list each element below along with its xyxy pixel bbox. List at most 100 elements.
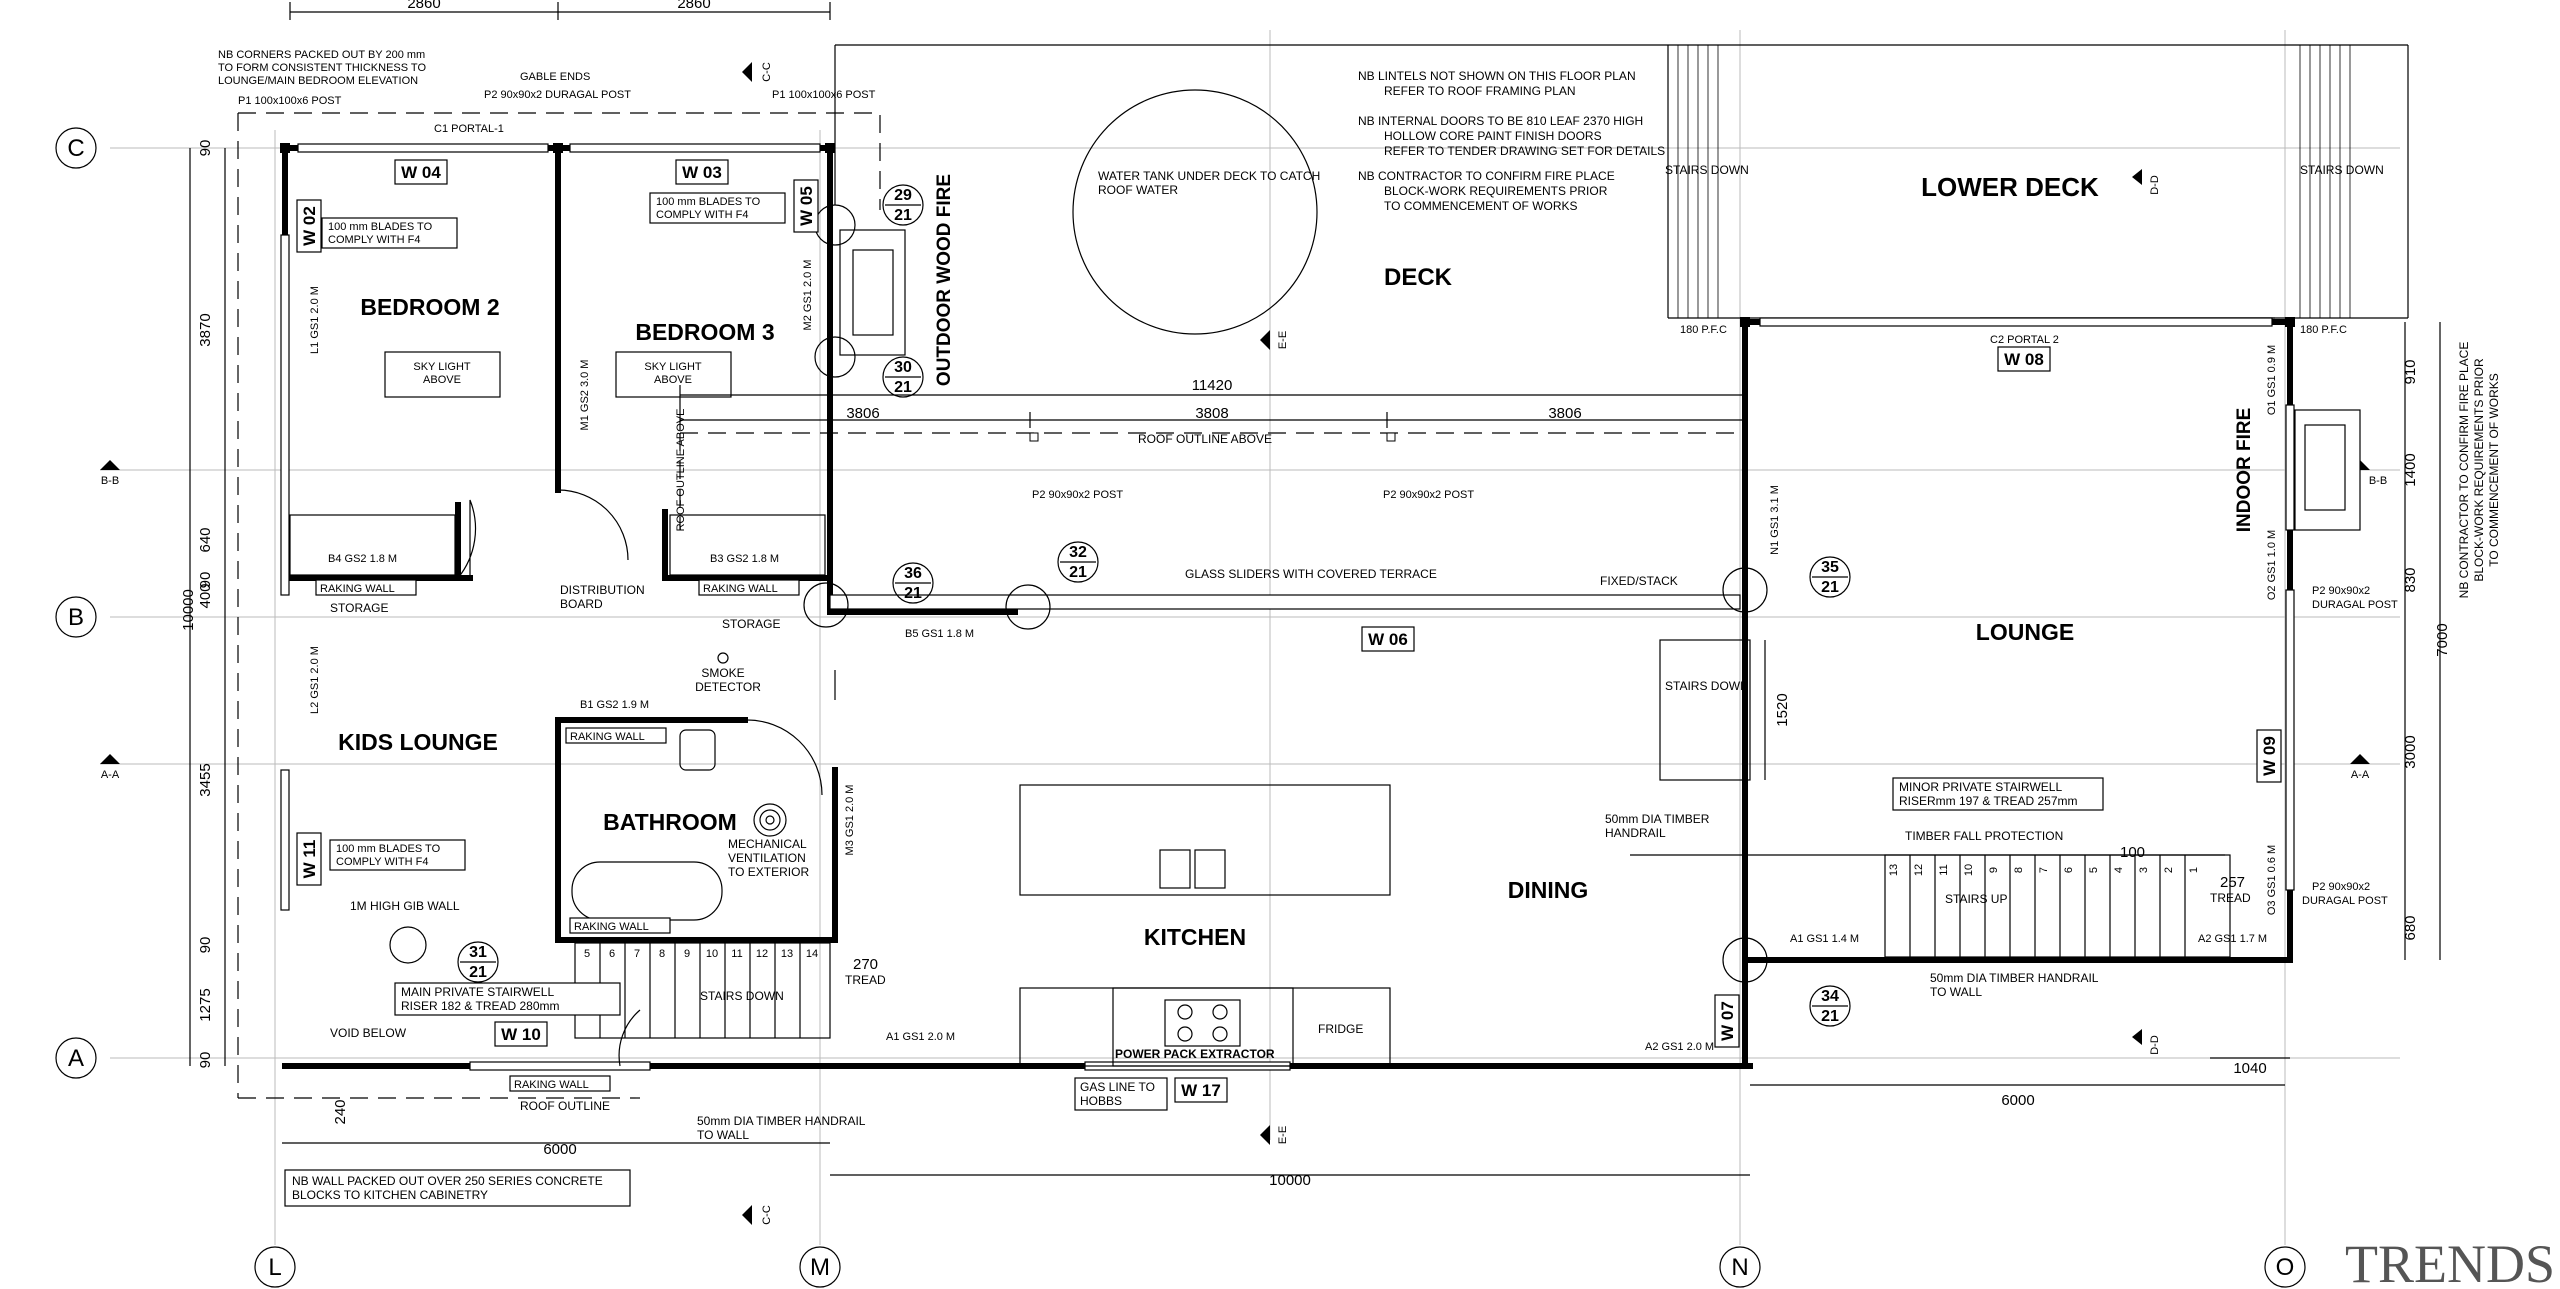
svg-text:8: 8 [659,948,665,960]
svg-text:W 07: W 07 [1718,1001,1737,1041]
outdoor-fireplace [814,204,906,378]
svg-text:13: 13 [1888,864,1900,876]
svg-text:L: L [268,1254,281,1281]
svg-text:90: 90 [197,937,214,954]
svg-text:C1 PORTAL-1: C1 PORTAL-1 [434,123,504,135]
minor-stair-numbers: 13 12 11 10 9 8 7 6 5 4 3 2 1 [1888,864,2200,876]
svg-text:5: 5 [2088,867,2100,873]
room-label-bedroom3: BEDROOM 3 [635,319,774,345]
svg-text:B-B: B-B [101,475,119,487]
lower-deck-boards [1677,45,2351,318]
svg-text:910: 910 [2402,359,2419,384]
svg-text:30: 30 [894,359,912,376]
section-marker-ee-top: E-E [1260,330,1289,350]
member-tags: P1 100x100x6 POST P1 100x100x6 POST P2 9… [238,89,2398,1053]
basin [679,729,716,771]
svg-text:21: 21 [1821,1008,1839,1025]
svg-text:A1 GS1 2.0 M: A1 GS1 2.0 M [886,1031,955,1043]
svg-text:DISTRIBUTION: DISTRIBUTION [560,583,645,597]
svg-text:1: 1 [2188,867,2200,873]
svg-text:SKY LIGHT: SKY LIGHT [413,361,471,373]
svg-text:BOARD: BOARD [560,597,603,611]
lower-deck-label: LOWER DECK [1921,172,2099,202]
svg-text:W 11: W 11 [300,840,319,879]
svg-text:M2 GS1 2.0 M: M2 GS1 2.0 M [802,260,814,331]
svg-text:L1 GS1 2.0 M: L1 GS1 2.0 M [309,286,321,354]
note-nb-lintels: NB LINTELS NOT SHOWN ON THIS FLOOR PLAN … [1358,69,1636,98]
svg-text:BLOCKS TO KITCHEN CABINETRY: BLOCKS TO KITCHEN CABINETRY [292,1188,488,1202]
skylight-bedroom2 [384,351,501,398]
trends-watermark: TRENDS [2345,1234,2555,1289]
indoor-fire-label: INDOOR FIRE [2234,408,2255,533]
note-distribution-board: DISTRIBUTION BOARD [560,583,645,611]
svg-text:W 03: W 03 [682,163,722,182]
svg-text:3806: 3806 [846,405,879,422]
note-handrail-dining: 50mm DIA TIMBER HANDRAIL [1605,812,1710,840]
svg-text:NB CONTRACTOR TO CONFIRM FIRE: NB CONTRACTOR TO CONFIRM FIRE PLACE [1358,169,1615,183]
svg-text:RISERmm 197 & TREAD 257mm: RISERmm 197 & TREAD 257mm [1899,794,2078,808]
dimension-values: 2860 2860 11420 3806 3808 3806 3870 640 … [180,0,2451,1189]
svg-text:C: C [67,135,84,162]
svg-text:270: 270 [853,956,878,973]
svg-text:6: 6 [2063,867,2075,873]
svg-text:W 05: W 05 [797,186,816,226]
svg-text:21: 21 [1821,579,1839,596]
svg-text:N1 GS1 3.1 M: N1 GS1 3.1 M [1769,485,1781,555]
note-pfc-right: 180 P.F.C [2300,324,2347,336]
svg-text:4: 4 [2113,867,2125,873]
kitchen-bench [1019,987,1391,1067]
svg-text:DURAGAL POST: DURAGAL POST [2302,895,2388,907]
svg-text:830: 830 [2402,567,2419,592]
note-handrail-minor: 50mm DIA TIMBER HANDRAIL TO WALL [1930,971,2099,999]
kitchen-island [1019,784,1391,896]
note-blades-bedroom3: 100 mm BLADES TO COMPLY WITH F4 [649,192,786,224]
svg-text:MAIN PRIVATE STAIRWELL: MAIN PRIVATE STAIRWELL [401,985,554,999]
svg-text:12: 12 [756,948,768,960]
svg-text:A-A: A-A [2351,769,2370,781]
svg-text:M3 GS1 2.0 M: M3 GS1 2.0 M [844,785,856,856]
svg-text:ABOVE: ABOVE [423,374,461,386]
svg-text:NB WALL PACKED OUT OVER 250 SE: NB WALL PACKED OUT OVER 250 SERIES CONCR… [292,1174,603,1188]
svg-text:BLOCK-WORK REQUIREMENTS PRIOR: BLOCK-WORK REQUIREMENTS PRIOR [1384,184,1608,198]
svg-text:100: 100 [2120,844,2145,861]
svg-text:P2 90x90x2 DURAGAL POST: P2 90x90x2 DURAGAL POST [484,89,631,101]
svg-text:3000: 3000 [2402,735,2419,768]
svg-text:21: 21 [904,585,922,602]
grid-bubble-a: A [55,1037,97,1079]
grid-bubble-c: C [55,127,97,169]
svg-text:C-C: C-C [761,1205,773,1225]
stair-down-box [1659,639,1751,781]
svg-text:W 10: W 10 [501,1025,541,1044]
svg-text:3808: 3808 [1195,405,1228,422]
svg-text:COMPLY WITH F4: COMPLY WITH F4 [656,209,749,221]
svg-text:9: 9 [684,948,690,960]
svg-text:36: 36 [904,565,922,582]
room-label-kids-lounge: KIDS LOUNGE [338,729,498,755]
mech-vent-fan [753,803,787,837]
svg-text:A-A: A-A [101,769,120,781]
svg-text:M: M [810,1254,830,1281]
svg-text:240: 240 [332,1099,349,1124]
svg-text:SKY LIGHT: SKY LIGHT [644,361,702,373]
raking-wall-labels: RAKING WALL RAKING WALL RAKING WALL RAKI… [315,579,800,1092]
svg-text:50mm DIA TIMBER: 50mm DIA TIMBER [1605,812,1710,826]
svg-text:C2 PORTAL 2: C2 PORTAL 2 [1990,334,2059,346]
svg-text:W 09: W 09 [2260,736,2279,776]
svg-text:11: 11 [1938,864,1950,875]
svg-text:HANDRAIL: HANDRAIL [1605,826,1666,840]
svg-text:7: 7 [634,948,640,960]
note-timber-fall: TIMBER FALL PROTECTION [1905,829,2063,843]
svg-text:M1 GS2 3.0 M: M1 GS2 3.0 M [579,360,591,431]
deck-outline [834,44,2409,319]
svg-text:W 17: W 17 [1181,1081,1221,1100]
window-tags: W 04 W 03 W 02 W 05 W 06 W 07 W 08 W 09 … [296,159,2282,1103]
svg-text:HOLLOW CORE PAINT FINISH DOORS: HOLLOW CORE PAINT FINISH DOORS [1384,129,1602,143]
note-nb-corners: NB CORNERS PACKED OUT BY 200 mm TO FORM … [218,49,426,87]
door-swings [457,489,836,1067]
note-water-tank: WATER TANK UNDER DECK TO CATCH ROOF WATE… [1098,169,1320,197]
svg-text:O2 GS1 1.0 M: O2 GS1 1.0 M [2266,530,2278,600]
